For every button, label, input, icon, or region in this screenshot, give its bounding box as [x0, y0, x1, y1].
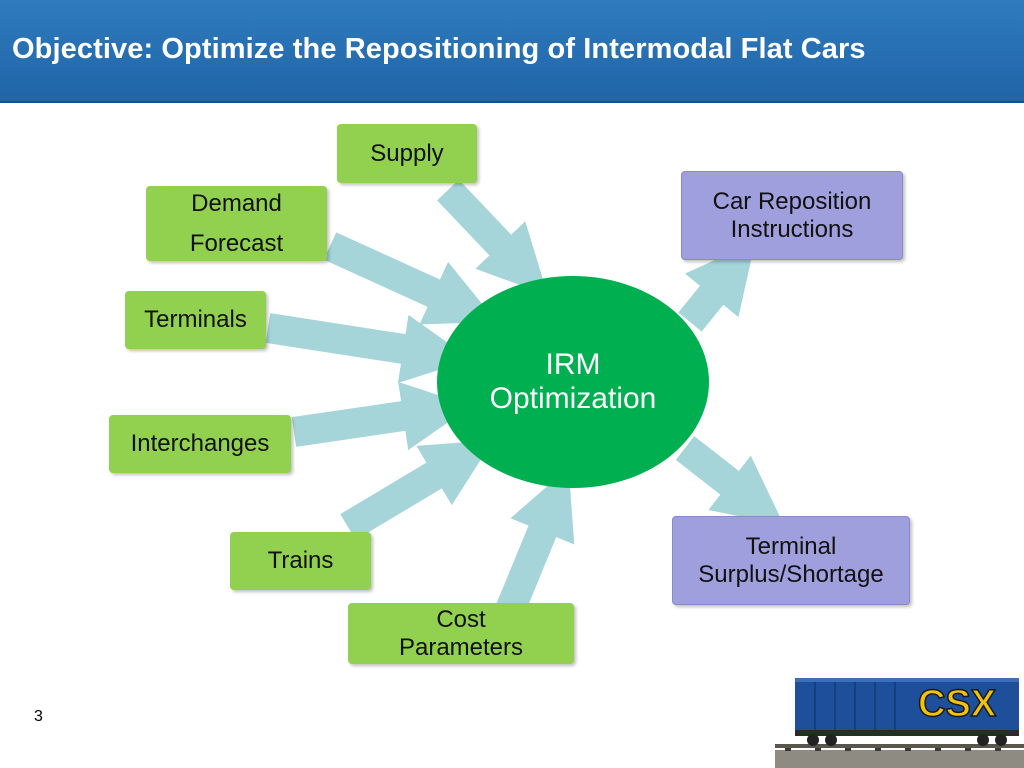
parameters-label: Parameters — [398, 633, 524, 661]
irm-label: IRM — [545, 347, 601, 381]
cost-parameters-box: Cost Parameters — [348, 603, 574, 664]
demand-arrow — [323, 232, 497, 325]
slide-title: Objective: Optimize the Repositioning of… — [12, 33, 866, 65]
terminal-label: Terminal — [745, 532, 837, 560]
terminals-box: Terminals — [125, 291, 266, 349]
terminal-surplus-box: Terminal Surplus/Shortage — [672, 516, 910, 605]
terminal-surplus-arrow — [675, 436, 784, 526]
terminals-arrow — [265, 313, 472, 384]
surplus-shortage-label: Surplus/Shortage — [698, 560, 884, 588]
csx-logo-text: CSX — [918, 683, 997, 725]
page-number: 3 — [34, 708, 43, 725]
demand-forecast-box: Demand Forecast — [146, 186, 327, 261]
csx-boxcar-logo: CSX — [775, 678, 1024, 768]
interchanges-label: Interchanges — [130, 430, 270, 458]
interchanges-box: Interchanges — [109, 415, 291, 473]
interchanges-arrow — [291, 381, 472, 451]
car-reposition-arrow — [678, 241, 756, 332]
car-reposition-box: Car Reposition Instructions — [681, 171, 903, 260]
instructions-label: Instructions — [730, 215, 854, 243]
terminals-label: Terminals — [144, 306, 247, 334]
trains-arrow — [340, 440, 494, 540]
supply-label: Supply — [370, 139, 444, 167]
supply-arrow — [437, 179, 548, 296]
car-reposition-label: Car Reposition — [712, 187, 872, 215]
cost-arrow — [496, 467, 575, 616]
supply-box: Supply — [337, 124, 477, 183]
optimization-label: Optimization — [489, 382, 657, 415]
irm-optimization-node: IRM Optimization — [437, 276, 709, 488]
trains-label: Trains — [267, 547, 334, 575]
cost-label: Cost — [436, 605, 486, 633]
title-bar: Objective: Optimize the Repositioning of… — [0, 0, 1024, 103]
trains-box: Trains — [230, 532, 371, 590]
forecast-label: Forecast — [189, 229, 284, 257]
demand-label: Demand — [191, 189, 282, 217]
